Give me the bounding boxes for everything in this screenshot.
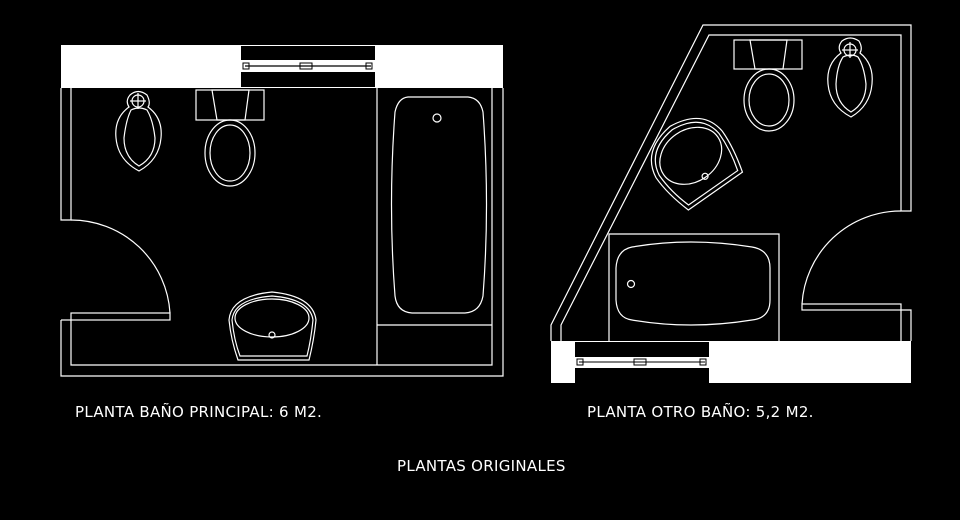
plan-main-label: PLANTA BAÑO PRINCIPAL: 6 M2. [75,403,323,421]
sink-other [650,117,744,211]
bidet-other [827,37,873,118]
plan-other-bathroom [550,24,912,383]
drawing-title: PLANTAS ORIGINALES [397,457,566,475]
toilet-other [733,39,803,132]
plan-main-bathroom [60,45,504,377]
walls-other [550,24,912,341]
bathtub-main [376,88,492,365]
door-other [801,210,902,311]
bathtub-other [608,233,780,341]
toilet-main [195,89,265,187]
window-main [241,46,375,87]
sink-main [228,291,317,361]
window-other [575,342,709,383]
door-main [70,219,171,321]
plan-other-label: PLANTA OTRO BAÑO: 5,2 M2. [587,403,814,421]
walls-main [60,88,504,377]
bidet-main [115,90,162,172]
